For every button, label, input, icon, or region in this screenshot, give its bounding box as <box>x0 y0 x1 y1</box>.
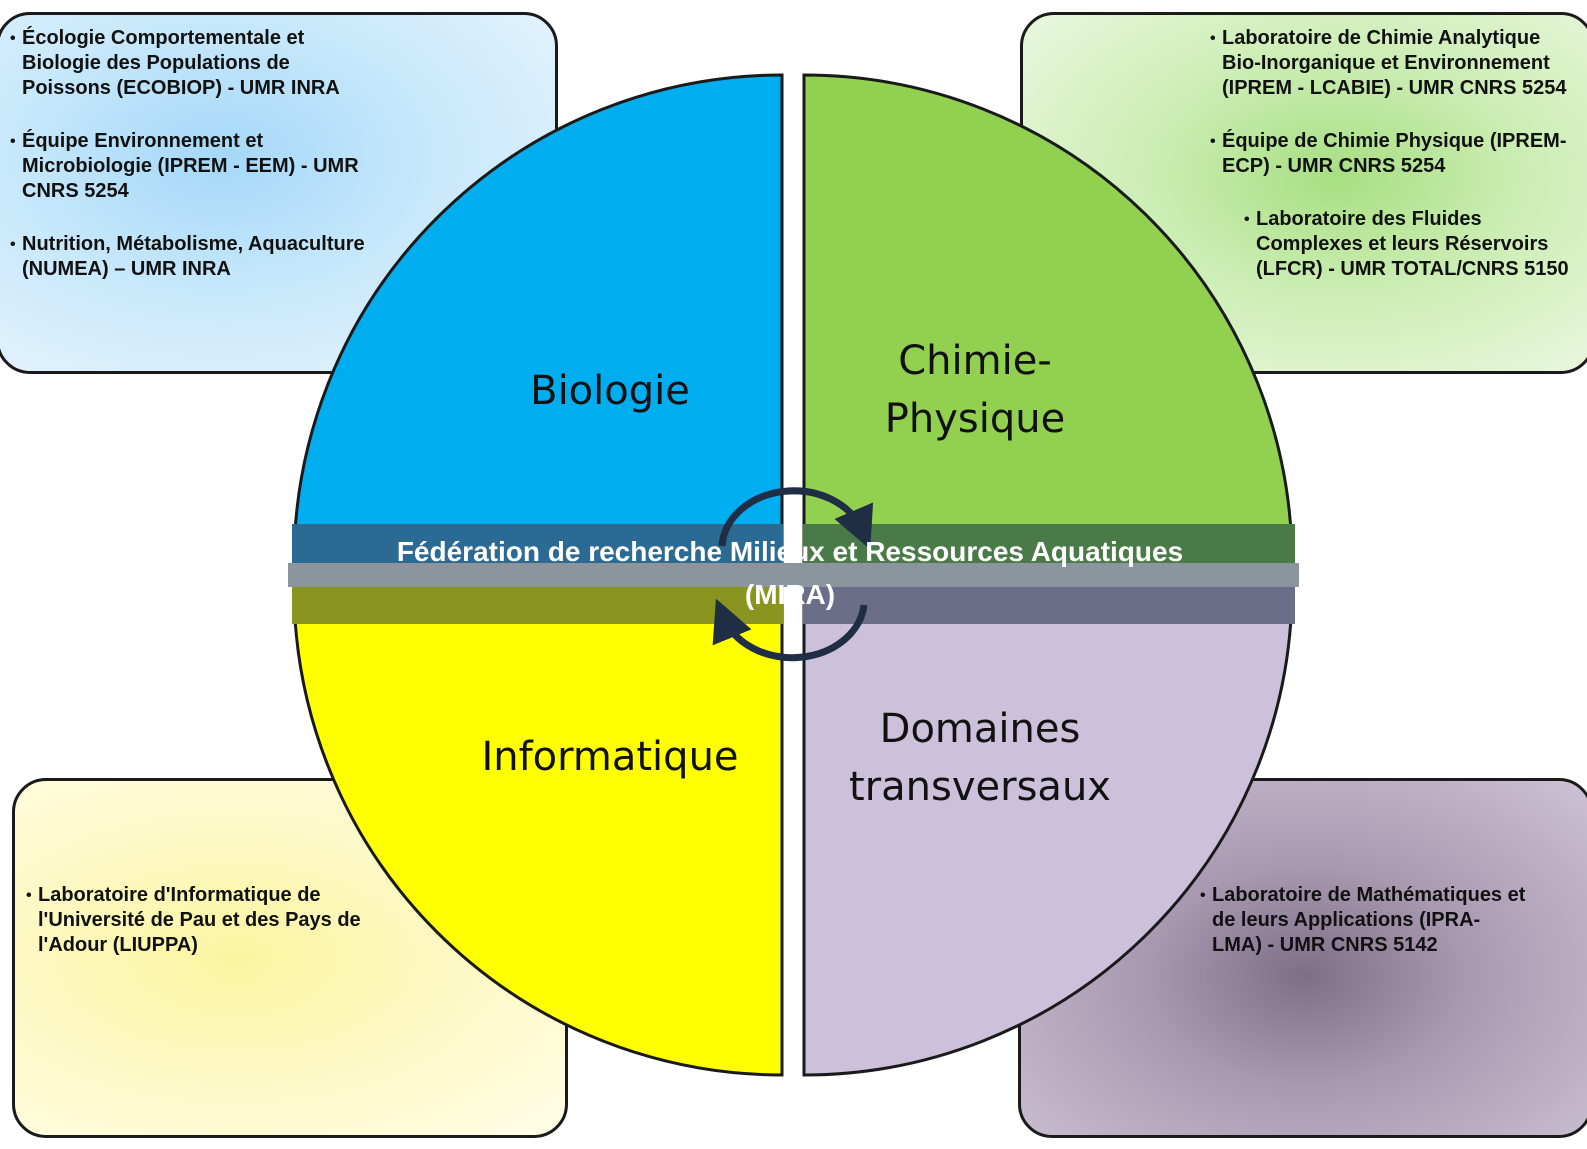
chimie-label-line2: Physique <box>884 396 1066 442</box>
federation-title: Fédération de recherche Milieux et Resso… <box>396 536 1184 610</box>
center-band-top-right <box>803 524 1295 564</box>
chimie-physique-label: Chimie- Physique <box>860 332 1090 448</box>
biologie-lab-list: Écologie Comportementale et Biologie des… <box>10 26 370 310</box>
chimie-quadrant <box>802 73 1294 565</box>
cycle-arrow-bottom-icon <box>712 598 868 662</box>
chimie-label-line1: Chimie- <box>898 338 1052 384</box>
chimie-lab-item: Laboratoire des Fluides Complexes et leu… <box>1244 207 1580 282</box>
center-band-top-left <box>292 524 783 564</box>
biologie-quadrant <box>292 73 784 565</box>
chimie-lab-list: Laboratoire de Chimie Analytique Bio-Ino… <box>1210 26 1580 310</box>
center-band-bottom-left <box>292 587 783 624</box>
center-band-divider <box>288 563 1299 587</box>
informatique-quadrant <box>292 585 784 1077</box>
biologie-label: Biologie <box>530 368 690 414</box>
biologie-lab-item: Équipe Environnement et Microbiologie (I… <box>10 129 370 204</box>
domaines-quadrant <box>802 585 1294 1077</box>
biologie-lab-item: Écologie Comportementale et Biologie des… <box>10 26 370 101</box>
cycle-arrow-top-icon <box>718 487 874 550</box>
domaines-label-line2: transversaux <box>849 764 1111 810</box>
informatique-lab-list: Laboratoire d'Informatique de l'Universi… <box>26 883 406 986</box>
chimie-lab-item: Laboratoire de Chimie Analytique Bio-Ino… <box>1210 26 1580 101</box>
domaines-label-line1: Domaines <box>879 706 1081 752</box>
informatique-lab-item: Laboratoire d'Informatique de l'Universi… <box>26 883 406 958</box>
chimie-lab-item: Équipe de Chimie Physique (IPREM-ECP) - … <box>1210 129 1580 179</box>
domaines-lab-list: Laboratoire de Mathématiques et de leurs… <box>1200 883 1530 986</box>
informatique-label: Informatique <box>481 734 739 780</box>
center-band-bottom-right <box>803 587 1295 624</box>
biologie-lab-item: Nutrition, Métabolisme, Aquaculture (NUM… <box>10 232 370 282</box>
domaines-transversaux-label: Domaines transversaux <box>820 700 1140 816</box>
domaines-lab-item: Laboratoire de Mathématiques et de leurs… <box>1200 883 1530 958</box>
